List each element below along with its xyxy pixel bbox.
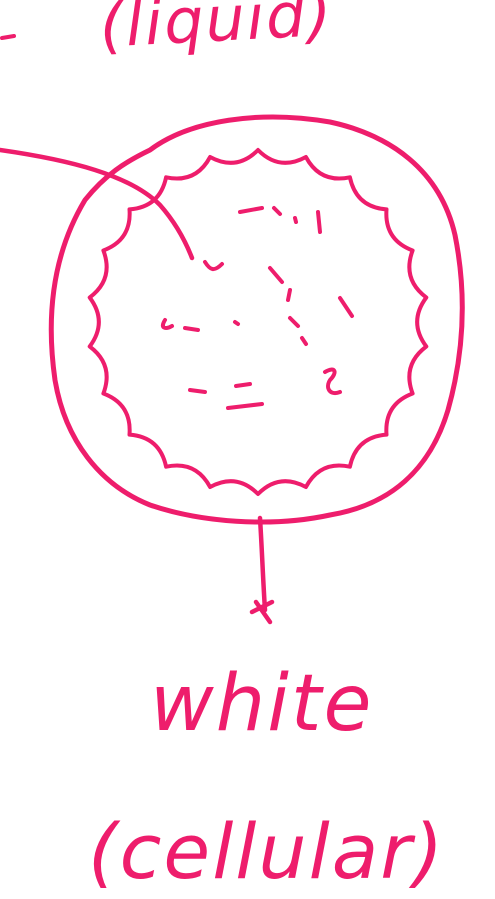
label-white: white: [150, 659, 373, 749]
cell-granules: [163, 208, 352, 408]
pointer-line: [260, 518, 265, 610]
pointer-arrowhead: [252, 602, 272, 622]
top-label-dash: [2, 36, 14, 38]
leader-line: [0, 150, 192, 258]
scalloped-membrane: [90, 150, 427, 494]
top-label-liquid: (liquid): [98, 0, 336, 62]
label-cellular: (cellular): [88, 807, 445, 896]
